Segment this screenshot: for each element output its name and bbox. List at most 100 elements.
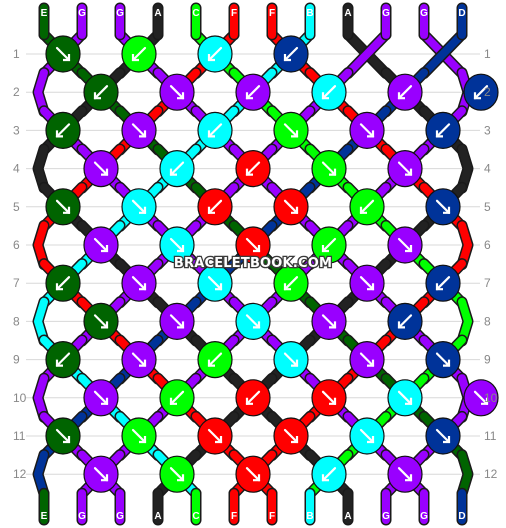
knot-grid [45, 35, 499, 493]
knot-arrow-icon [169, 85, 185, 100]
top-string-label: F [231, 8, 237, 19]
thread-segment [344, 30, 390, 78]
knot-arrow-head-icon [215, 283, 223, 291]
top-string-label: E [41, 8, 48, 19]
knot-arrow-icon [359, 428, 375, 444]
top-string-label: D [458, 8, 465, 19]
knot-arrow-head-icon [101, 474, 109, 482]
knot-arrow-head-icon [169, 168, 177, 176]
row-number-left: 9 [13, 353, 20, 367]
knot-arrow-head-icon [443, 359, 451, 367]
knot-arrow-icon [359, 123, 375, 138]
knot-arrow-icon [169, 390, 185, 405]
knot-arrow-icon [245, 85, 261, 100]
thread-segment [458, 145, 472, 193]
knot-arrow-icon [321, 467, 337, 482]
knot-arrow-icon [283, 46, 299, 62]
knot-arrow-head-icon [291, 436, 299, 444]
knot-arrow-head-icon [397, 321, 405, 329]
row-number-right: 2 [484, 85, 491, 99]
top-string-label: G [420, 8, 428, 19]
top-string-label: G [382, 8, 390, 19]
knot-arrow-head-icon [215, 436, 223, 444]
knot-arrow-head-icon [207, 206, 215, 214]
bottom-string-label: A [344, 511, 351, 522]
knot-arrow-head-icon [321, 92, 329, 100]
knot-arrow-head-icon [291, 130, 299, 138]
bottom-string-label: G [420, 511, 428, 522]
knot-arrow-head-icon [245, 92, 253, 100]
knot-arrow-head-icon [473, 92, 481, 100]
knot-arrow-head-icon [63, 206, 71, 214]
knot-arrow-icon [245, 390, 261, 405]
bottom-string-label: A [154, 511, 161, 522]
knot-arrow-head-icon [329, 321, 337, 329]
knot-arrow-head-icon [177, 92, 185, 100]
knot-arrow-icon [473, 390, 489, 405]
knot-arrow-icon [359, 276, 375, 291]
bottom-string-label: E [41, 511, 48, 522]
knot-arrow-icon [169, 467, 185, 482]
top-string-label: G [78, 8, 86, 19]
knot-arrow-icon [321, 237, 337, 253]
knot-arrow-icon [55, 276, 71, 291]
knot-arrow-head-icon [63, 54, 71, 62]
knot-arrow-head-icon [101, 168, 109, 176]
knot-arrow-icon [93, 237, 109, 253]
knot-arrow-head-icon [367, 436, 375, 444]
knot-arrow-head-icon [169, 397, 177, 405]
knot-arrow-head-icon [177, 245, 185, 253]
knot-arrow-icon [321, 161, 337, 176]
knot-arrow-icon [55, 352, 71, 367]
row-number-right: 3 [484, 123, 491, 137]
knot-arrow-head-icon [329, 397, 337, 405]
bottom-string-label: D [458, 511, 465, 522]
knot-arrow-icon [397, 390, 413, 405]
knot-arrow-icon [55, 199, 71, 214]
knot-arrow-icon [473, 85, 489, 100]
knot-arrow-icon [169, 314, 185, 329]
knot-arrow-head-icon [177, 474, 185, 482]
knot-arrow-head-icon [367, 359, 375, 367]
knot-arrow-head-icon [435, 283, 443, 291]
knot-arrow-head-icon [139, 283, 147, 291]
knot-arrow-head-icon [435, 130, 443, 138]
knot-arrow-head-icon [443, 206, 451, 214]
knot-arrow-icon [321, 314, 337, 329]
knot-arrow-icon [283, 276, 299, 291]
knot-arrow-head-icon [253, 245, 261, 253]
top-string-label: G [116, 8, 124, 19]
thread-segment [34, 297, 48, 345]
thread-segment [458, 450, 472, 498]
knot-arrow-head-icon [207, 54, 215, 62]
knot-arrow-head-icon [207, 359, 215, 367]
knot-arrow-head-icon [245, 397, 253, 405]
knot-arrow-head-icon [291, 359, 299, 367]
knot-arrow-icon [207, 428, 223, 444]
knot-arrow-icon [93, 390, 109, 405]
knot-arrow-head-icon [481, 397, 489, 405]
knot-arrow-head-icon [55, 130, 63, 138]
row-number-right: 1 [484, 47, 491, 61]
thread-segment [34, 450, 48, 498]
knot-arrow-icon [283, 428, 299, 444]
bottom-string-label: G [78, 511, 86, 522]
top-string-label: F [269, 8, 275, 19]
knot-arrow-head-icon [283, 54, 291, 62]
knot-arrow-icon [207, 46, 223, 62]
row-number-left: 12 [13, 467, 27, 481]
knot-arrow-icon [245, 314, 261, 329]
knot-arrow-head-icon [139, 436, 147, 444]
knot-arrow-head-icon [367, 130, 375, 138]
row-number-right: 11 [484, 429, 497, 443]
knot-arrow-icon [131, 123, 147, 138]
row-number-right: 4 [484, 162, 491, 176]
knot-arrow-icon [207, 352, 223, 367]
knot-arrow-head-icon [329, 168, 337, 176]
knot-arrow-icon [245, 467, 261, 482]
knot-arrow-icon [321, 85, 337, 100]
knot-arrow-head-icon [63, 436, 71, 444]
knot-arrow-head-icon [405, 474, 413, 482]
